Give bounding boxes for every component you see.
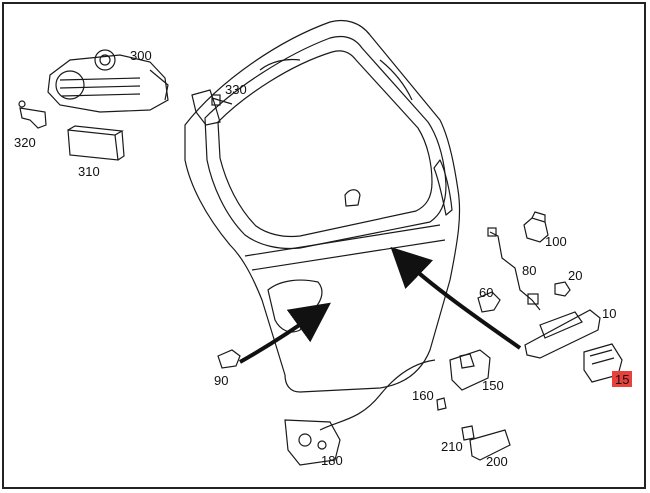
part-60-clip <box>477 291 501 313</box>
callout-310: 310 <box>78 164 100 179</box>
part-90-cover <box>217 349 241 369</box>
callout-20: 20 <box>568 268 582 283</box>
part-180-latch <box>284 419 341 466</box>
arrow-10-to-tailgate <box>390 246 522 350</box>
callout-80: 80 <box>522 263 536 278</box>
part-10-handle-strip <box>524 309 601 359</box>
part-160-screw <box>436 397 447 411</box>
callout-160: 160 <box>412 388 434 403</box>
callout-300: 300 <box>130 48 152 63</box>
callout-320: 320 <box>14 135 36 150</box>
part-100-bracket <box>523 211 549 243</box>
callout-200: 200 <box>486 454 508 469</box>
part-80-operating-rod <box>487 227 541 311</box>
callout-330: 330 <box>225 82 247 97</box>
part-200-bracket <box>469 429 511 461</box>
callout-15: 15 <box>615 372 629 387</box>
callout-90: 90 <box>214 373 228 388</box>
callout-210: 210 <box>441 439 463 454</box>
part-320-bracket <box>18 100 47 129</box>
part-150-actuator <box>449 349 491 391</box>
part-20-nut <box>554 281 571 297</box>
direction-arrows <box>239 246 522 364</box>
part-300-drive-unit <box>47 49 169 113</box>
callout-180: 180 <box>321 453 343 468</box>
callout-15-highlight <box>612 371 632 387</box>
part-310-control-unit <box>67 125 125 161</box>
callout-100: 100 <box>545 234 567 249</box>
part-210-screw <box>461 425 475 441</box>
callout-10: 10 <box>602 306 616 321</box>
callout-60: 60 <box>479 285 493 300</box>
diagram-frame <box>2 2 646 489</box>
callout-150: 150 <box>482 378 504 393</box>
tailgate-panel <box>184 19 461 393</box>
callout-labels: 300 330 320 310 100 80 20 60 10 15 90 16… <box>14 48 629 469</box>
bowden-cable <box>319 359 436 431</box>
arrow-90-to-tailgate <box>239 302 331 364</box>
part-330-hinge-bolt <box>191 89 233 126</box>
